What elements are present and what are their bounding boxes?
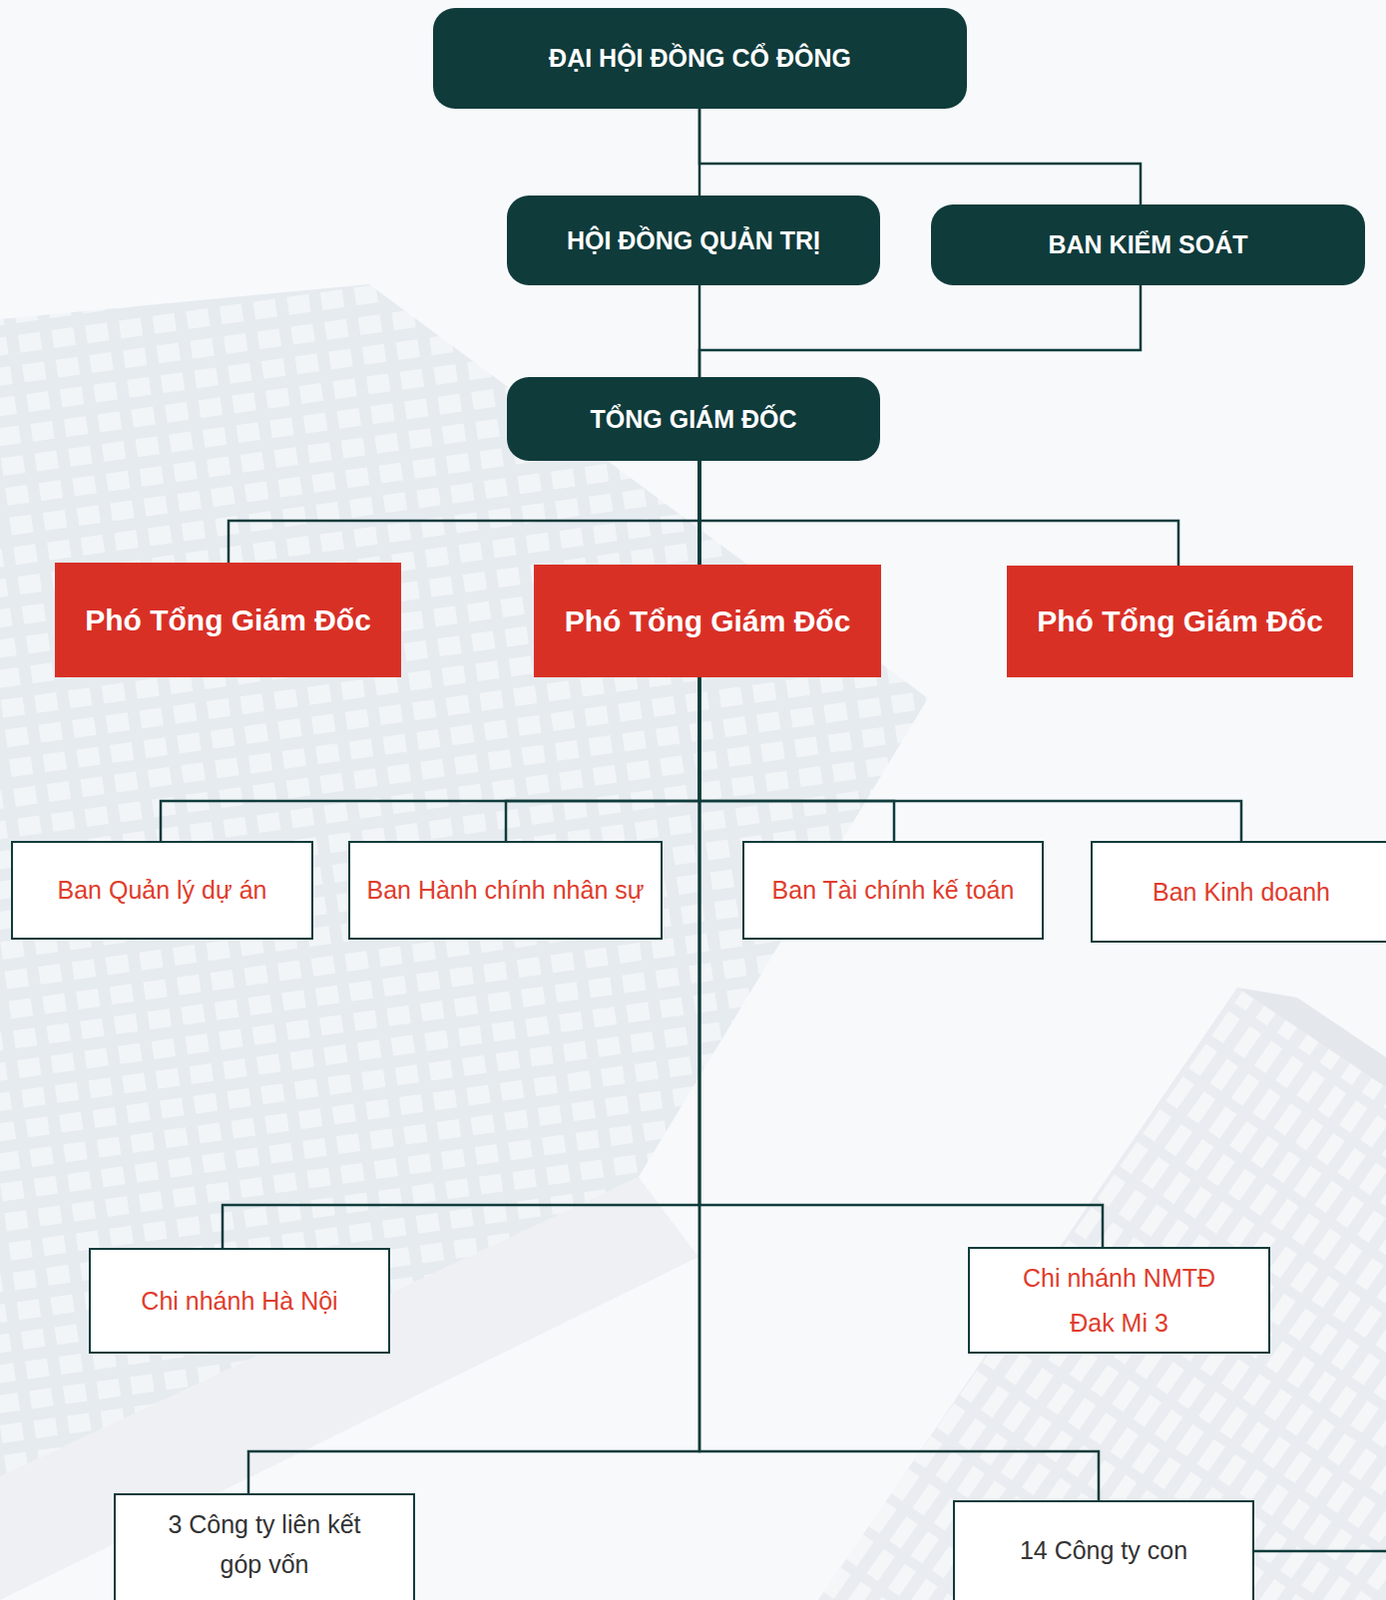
department-box: Ban Hành chính nhân sự bbox=[348, 841, 663, 940]
node-label: Chi nhánh NMTĐ Đak Mi 3 bbox=[1011, 1256, 1227, 1347]
branch-box: Chi nhánh Hà Nội bbox=[88, 1248, 391, 1355]
deputy-box: Phó Tổng Giám Đốc bbox=[533, 564, 882, 678]
org-connector bbox=[699, 108, 1141, 205]
department-box: Ban Kinh doanh bbox=[1090, 841, 1386, 943]
org-connector bbox=[699, 461, 1179, 566]
node-label: 3 Công ty liên kết góp vốn bbox=[167, 1504, 363, 1585]
org-connector bbox=[228, 461, 700, 563]
board-box: BAN KIỂM SOÁT bbox=[930, 204, 1366, 286]
branch-box: Chi nhánh NMTĐ Đak Mi 3 bbox=[967, 1247, 1271, 1355]
deputy-box: Phó Tổng Giám Đốc bbox=[1006, 565, 1354, 678]
node-label: Phó Tổng Giám Đốc bbox=[564, 604, 852, 639]
tail-line bbox=[1254, 1550, 1386, 1554]
org-connector bbox=[699, 285, 1141, 378]
department-box: Ban Quản lý dự án bbox=[10, 841, 314, 940]
board-box: ĐẠI HỘI ĐỒNG CỔ ĐÔNG bbox=[433, 7, 967, 109]
node-label: Phó Tổng Giám Đốc bbox=[84, 603, 372, 638]
node-label: 14 Công ty con bbox=[1019, 1530, 1188, 1571]
node-label: Chi nhánh Hà Nội bbox=[140, 1279, 338, 1325]
node-label: Ban Kinh doanh bbox=[1152, 870, 1331, 916]
board-box: HỘI ĐỒNG QUẢN TRỊ bbox=[506, 195, 881, 286]
node-label: ĐẠI HỘI ĐỒNG CỔ ĐÔNG bbox=[548, 43, 852, 73]
building-right-face bbox=[1237, 987, 1386, 1088]
node-label: HỘI ĐỒNG QUẢN TRỊ bbox=[566, 226, 821, 256]
node-label: TỔNG GIÁM ĐỐC bbox=[590, 405, 798, 435]
node-label: Ban Hành chính nhân sự bbox=[366, 868, 644, 914]
building-left-shade bbox=[0, 1177, 699, 1600]
node-label: BAN KIỂM SOÁT bbox=[1048, 230, 1249, 260]
department-box: Ban Tài chính kế toán bbox=[742, 841, 1044, 940]
company-box: 14 Công ty con bbox=[952, 1500, 1255, 1600]
board-box: TỔNG GIÁM ĐỐC bbox=[506, 377, 881, 462]
node-label: Phó Tổng Giám Đốc bbox=[1036, 604, 1324, 639]
node-label: Ban Tài chính kế toán bbox=[772, 868, 1015, 914]
node-label: Ban Quản lý dự án bbox=[57, 868, 268, 914]
company-box: 3 Công ty liên kết góp vốn bbox=[113, 1493, 416, 1600]
deputy-box: Phó Tổng Giám Đốc bbox=[54, 562, 402, 678]
